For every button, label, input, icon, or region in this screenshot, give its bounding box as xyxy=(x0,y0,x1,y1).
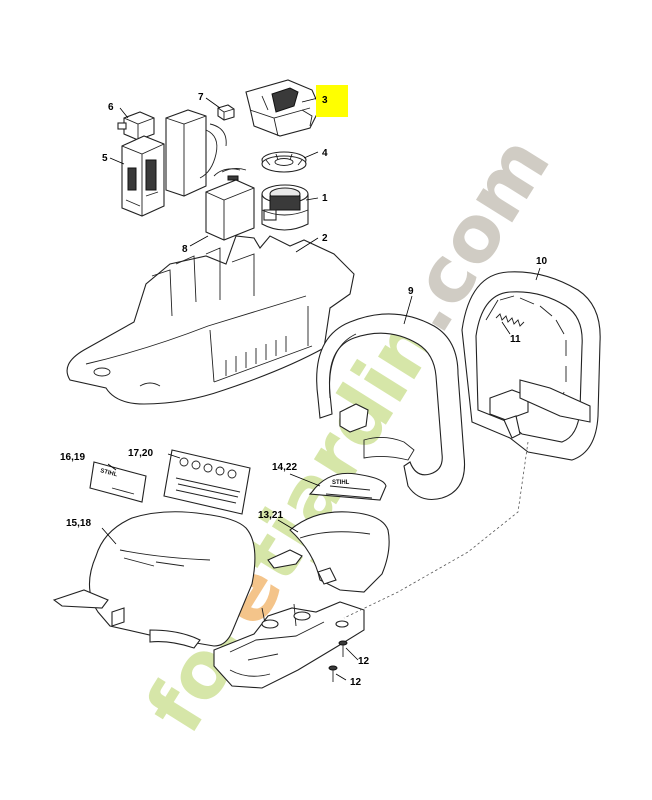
part-13-21-shell xyxy=(267,511,390,593)
main-casing xyxy=(66,235,355,405)
callout-16-19: 16,19 xyxy=(60,452,85,463)
callout-10: 10 xyxy=(536,256,548,267)
part-9-front-handle xyxy=(316,313,466,501)
part-12-screw-a xyxy=(338,640,348,657)
part-1-motor xyxy=(261,184,309,231)
part-15-18-shell xyxy=(52,511,256,649)
callout-14-22: 14,22 xyxy=(272,462,297,473)
callout-3: 3 xyxy=(322,95,328,106)
callout-11: 11 xyxy=(510,334,521,345)
callout-6: 6 xyxy=(108,102,114,113)
assembly-line xyxy=(343,441,529,619)
part-8-circuit-board xyxy=(205,167,255,241)
decal-brand: STIHL xyxy=(99,468,118,478)
callout-12a: 12 xyxy=(358,656,370,667)
part-10-handle-frame xyxy=(461,271,601,461)
leader-lines xyxy=(101,97,541,681)
callout-4: 4 xyxy=(322,148,328,159)
decal-brand-2: STIHL xyxy=(332,480,350,486)
part-3-cover xyxy=(245,79,321,137)
part-6-switch xyxy=(117,111,155,141)
callout-15-18: 15,18 xyxy=(66,518,91,529)
part-17-20-decal xyxy=(163,449,251,515)
part-16-19-decal: STIHL xyxy=(89,461,147,503)
part-14-22-decal: STIHL xyxy=(308,472,387,501)
callout-12b: 12 xyxy=(350,677,362,688)
part-12-screw-b xyxy=(328,665,338,682)
callout-2: 2 xyxy=(322,233,328,244)
part-4-fan xyxy=(261,151,307,173)
harness xyxy=(165,109,227,197)
callout-9: 9 xyxy=(408,286,414,297)
part-7-clip xyxy=(217,104,235,121)
callout-1: 1 xyxy=(322,193,328,204)
callout-5: 5 xyxy=(102,153,108,164)
part-11-spring xyxy=(495,313,525,327)
gear-housing xyxy=(213,601,365,689)
callout-7: 7 xyxy=(198,92,204,103)
callout-13-21: 13,21 xyxy=(258,510,283,521)
part-5-housing xyxy=(121,135,165,217)
callout-3-highlight xyxy=(316,85,348,117)
callout-8: 8 xyxy=(182,244,188,255)
callout-17-20: 17,20 xyxy=(128,448,153,459)
